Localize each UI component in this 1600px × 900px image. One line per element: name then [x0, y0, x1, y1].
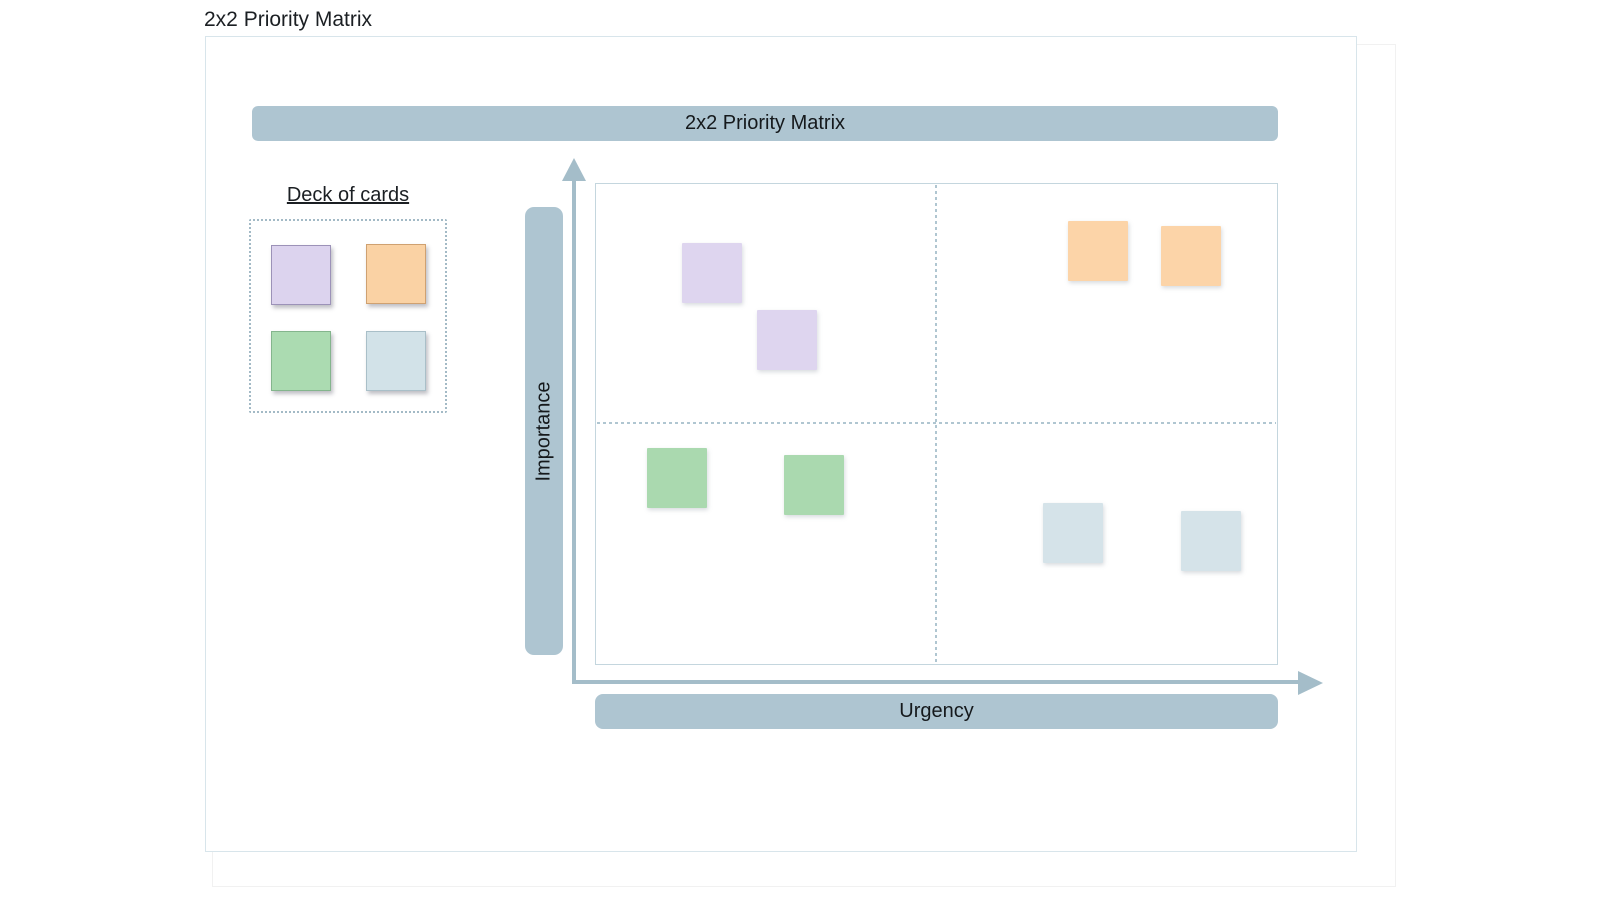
y-axis-arrowhead-icon — [562, 158, 586, 181]
matrix-note-green-2[interactable] — [784, 455, 844, 515]
urgency-axis-bar: Urgency — [595, 694, 1278, 729]
deck-of-cards-box — [249, 219, 447, 413]
deck-card-purple[interactable] — [271, 245, 331, 305]
matrix-note-purple-2[interactable] — [757, 310, 817, 370]
importance-axis-label: Importance — [532, 380, 555, 482]
matrix-title-label: 2x2 Priority Matrix — [684, 112, 846, 134]
matrix-note-blue-1[interactable] — [1043, 503, 1103, 563]
deck-of-cards-label: Deck of cards — [286, 184, 410, 206]
matrix-note-blue-2[interactable] — [1181, 511, 1241, 571]
deck-card-orange[interactable] — [366, 244, 426, 304]
deck-card-green[interactable] — [271, 331, 331, 391]
x-axis-line — [572, 680, 1298, 684]
urgency-axis-label: Urgency — [899, 700, 974, 722]
matrix-vertical-divider — [935, 185, 937, 663]
page-title: 2x2 Priority Matrix — [204, 8, 373, 31]
deck-card-blue[interactable] — [366, 331, 426, 391]
matrix-note-green-1[interactable] — [647, 448, 707, 508]
matrix-title-banner: 2x2 Priority Matrix — [252, 106, 1278, 141]
y-axis-line — [572, 178, 576, 684]
matrix-note-orange-1[interactable] — [1068, 221, 1128, 281]
x-axis-arrowhead-icon — [1298, 671, 1323, 695]
matrix-horizontal-divider — [597, 422, 1276, 424]
matrix-note-purple-1[interactable] — [682, 243, 742, 303]
importance-axis-bar: Importance — [525, 207, 563, 655]
matrix-note-orange-2[interactable] — [1161, 226, 1221, 286]
